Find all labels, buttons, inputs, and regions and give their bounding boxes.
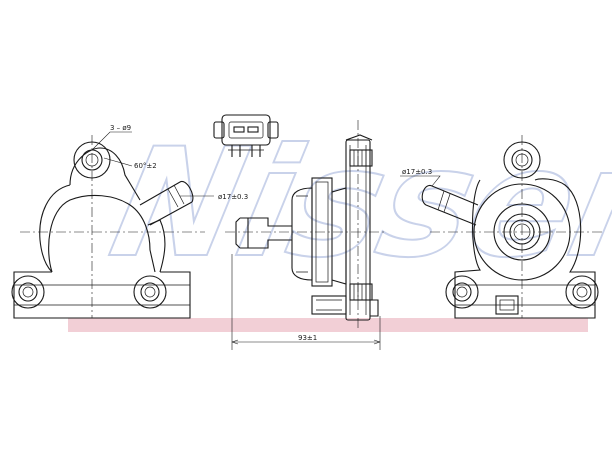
rear-connector: [495, 295, 519, 315]
rear-view: ø17±0.3: [400, 135, 605, 319]
base-band: [68, 318, 588, 332]
rear-outlet-spigot: [421, 184, 479, 226]
rear-right-lug: [565, 275, 599, 309]
front-left-lug: [11, 275, 45, 309]
connector-body: [221, 114, 271, 146]
front-right-lug: [133, 275, 167, 309]
watermark-logo: Nissens: [97, 115, 612, 292]
rear-left-lug: [445, 275, 479, 309]
side-top-bolt: [349, 149, 373, 167]
rear-housing-outline: [454, 178, 596, 319]
hole-pattern-label: 3 – ø9: [110, 124, 131, 132]
rear-outlet-diameter-label: ø17±0.3: [402, 168, 432, 176]
front-housing-outline: [13, 147, 191, 319]
svg-text:Nissens: Nissens: [98, 116, 612, 291]
side-inlet-pipe: [235, 217, 292, 249]
side-connector: [311, 295, 347, 315]
side-view: 93±1: [225, 120, 385, 350]
length-dimension-label: 93±1: [298, 334, 317, 342]
front-view: 3 – ø9 60°±2 ø17±0.3: [11, 124, 248, 319]
side-bottom-bolt: [349, 283, 373, 301]
front-outlet-spigot: [139, 180, 194, 226]
front-outlet-diameter-label: ø17±0.3: [218, 193, 248, 201]
connector-view: [213, 114, 279, 157]
angle-label: 60°±2: [134, 162, 157, 170]
